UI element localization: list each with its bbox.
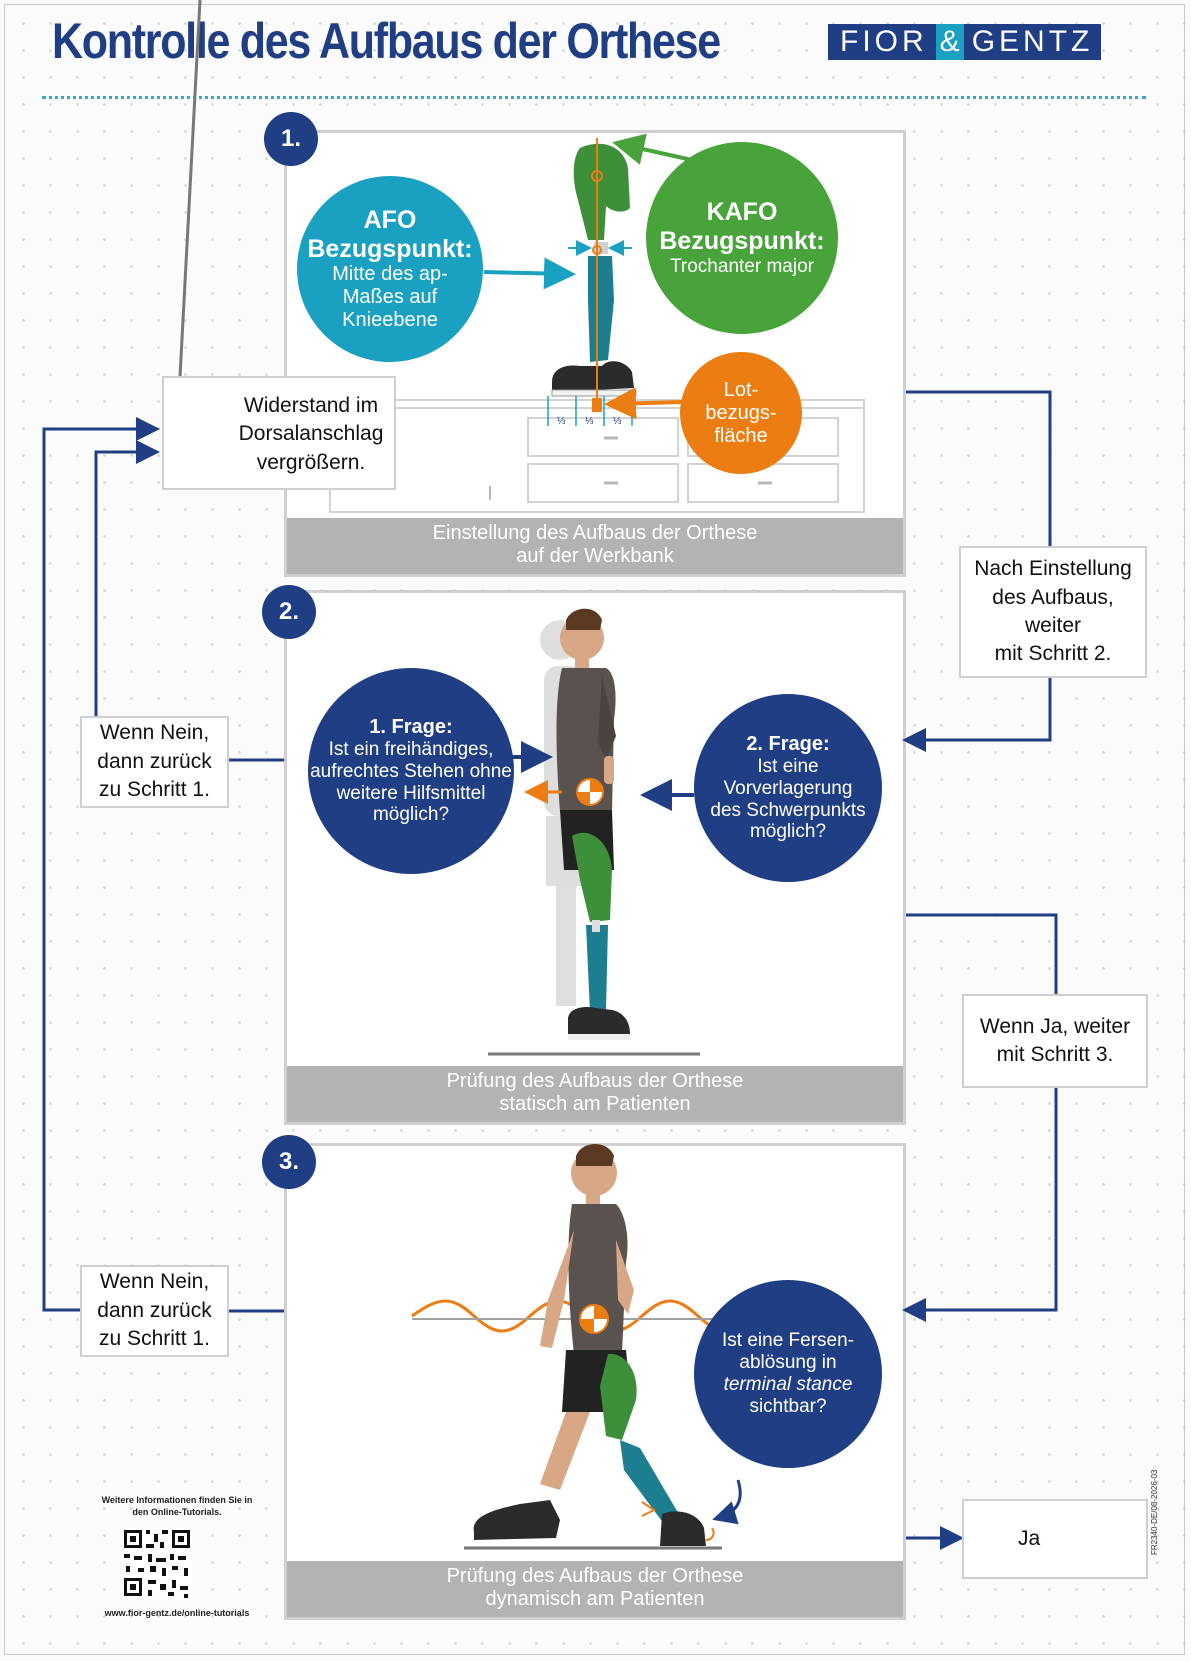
screwdriver-note-line3: vergrößern. [256, 450, 366, 474]
screwdriver-note: Widerstand im Dorsalanschlag vergrößern. [162, 376, 396, 490]
orthosis-drawing [551, 138, 637, 412]
after-step1-note: Nach Einstellung des Aufbaus, weiter mit… [959, 546, 1147, 678]
connector-step1-to-note [906, 390, 1052, 550]
logo-part-1: FIOR [828, 24, 936, 60]
step3-no-line2: dann zurück [97, 1298, 212, 1322]
step3-no-note: Wenn Nein, dann zurück zu Schritt 1. [80, 1265, 229, 1357]
step3-question-circle: Ist eine Fersen- ablösung in terminal st… [694, 1280, 882, 1468]
after-step1-note-line1: Nach Einstellung [974, 557, 1132, 581]
lot-line-2: bezugs- [705, 401, 777, 424]
qr-code-icon [122, 1528, 192, 1598]
q2-line1: Ist eine [757, 755, 819, 777]
step3-q-arrow [712, 1479, 742, 1525]
screwdriver-note-line1: Widerstand im [243, 394, 379, 417]
step3-caption-line1: Prüfung des Aufbaus der Orthese [446, 1565, 744, 1587]
q2-title: 2. Frage: [746, 732, 830, 755]
connector-no-to-step1-a [94, 440, 160, 716]
afo-arrow [483, 257, 576, 290]
tutorials-url[interactable]: www.fior-gentz.de/online-tutorials [104, 1608, 250, 1618]
kafo-title: KAFO [706, 198, 778, 227]
afo-title-2: Bezugspunkt: [307, 234, 473, 263]
third-label-1: ⅓ [557, 416, 566, 427]
afo-text-2: Maßes auf [342, 286, 438, 309]
afo-reference-circle: AFO Bezugspunkt: Mitte des ap- Maßes auf… [297, 176, 483, 362]
q1-line2: aufrechtes Stehen ohne [310, 760, 512, 782]
step3-no-line1: Wenn Nein, [99, 1270, 210, 1294]
question-2-circle: 2. Frage: Ist eine Vorverlagerung des Sc… [694, 694, 882, 882]
kafo-title-2: Bezugspunkt: [659, 227, 825, 256]
after-step1-note-line2: des Aufbaus, [992, 585, 1114, 609]
kafo-text: Trochanter major [670, 255, 814, 277]
yes-label: Ja [1018, 1526, 1041, 1550]
afo-text-3: Knieebene [342, 309, 438, 332]
step3-q-line3: terminal stance [723, 1374, 853, 1395]
step2-no-note: Wenn Nein, dann zurück zu Schritt 1. [80, 716, 229, 808]
lot-reference-circle: Lot- bezugs- fläche [680, 352, 802, 474]
step3-no-line3: zu Schritt 1. [99, 1327, 210, 1351]
logo-part-2: GENTZ [963, 24, 1102, 60]
kafo-reference-circle: KAFO Bezugspunkt: Trochanter major [646, 142, 838, 334]
header-divider [42, 96, 1146, 99]
afo-text-1: Mitte des ap- [332, 263, 448, 286]
connector-note-to-step2 [902, 678, 1052, 752]
q2-line2: Vorverlagerung [723, 777, 853, 799]
step3-caption-line2: dynamisch am Patienten [485, 1588, 705, 1610]
q1-line4: möglich? [372, 804, 450, 826]
step2-caption-line2: statisch am Patienten [499, 1093, 691, 1115]
q2-line4: möglich? [749, 821, 827, 843]
lot-line-3: fläche [714, 424, 768, 447]
third-label-2: ⅓ [585, 416, 594, 427]
after-step1-note-line4: mit Schritt 2. [994, 642, 1112, 666]
step3-number: 3. [262, 1135, 316, 1189]
qr-info-line2: den Online-Tutorials. [132, 1507, 222, 1517]
third-label-3: ⅓ [613, 416, 622, 427]
q2-line3: des Schwerpunkts [710, 799, 866, 821]
connector-yes-to-step3 [902, 1088, 1058, 1322]
question-1-circle: 1. Frage: Ist ein freihändiges, aufrecht… [308, 668, 514, 874]
step1-caption-line2: auf der Werkbank [516, 545, 674, 567]
step2-yes-line1: Wenn Ja, weiter [979, 1014, 1131, 1038]
qr-info-line1: Weitere Informationen finden Sie in [101, 1495, 253, 1505]
q1-line3: weitere Hilfsmittel [336, 782, 486, 804]
step3-caption: Prüfung des Aufbaus der Orthese dynamisc… [287, 1561, 903, 1617]
patient-walking-figure [411, 1144, 742, 1550]
step2-number: 2. [262, 585, 316, 639]
connector-no-to-step1-b [42, 417, 160, 1312]
step1-caption-line1: Einstellung des Aufbaus der Orthese [432, 522, 758, 544]
page-title: Kontrolle des Aufbaus der Orthese [52, 13, 721, 69]
screwdriver-note-line2: Dorsalanschlag [238, 422, 384, 446]
step2-no-line1: Wenn Nein, [99, 721, 210, 745]
step3-q-line2: ablösung in [739, 1352, 837, 1374]
step2-yes-note: Wenn Ja, weiter mit Schritt 3. [962, 994, 1148, 1088]
step2-yes-line2: mit Schritt 3. [996, 1043, 1114, 1066]
step2-no-line3: zu Schritt 1. [99, 778, 210, 802]
q1-line1: Ist ein freihändiges, [328, 738, 494, 760]
step2-no-line2: dann zurück [97, 749, 212, 773]
step3-q-line4: sichtbar? [749, 1395, 827, 1417]
lot-line-1: Lot- [723, 378, 759, 401]
patient-standing-figure [488, 608, 700, 1056]
document-id: FR2340-DE/08-2026-03 [1150, 1469, 1159, 1555]
step3-q-line1: Ist eine Fersen- [722, 1330, 854, 1352]
after-step1-note-line3: weiter [1024, 614, 1082, 637]
q1-title: 1. Frage: [369, 715, 453, 738]
afo-title: AFO [363, 205, 417, 234]
qr-info-text: Weitere Informationen finden Sie in den … [72, 1494, 282, 1518]
step1-caption: Einstellung des Aufbaus der Orthese auf … [287, 518, 903, 574]
step2-caption: Prüfung des Aufbaus der Orthese statisch… [287, 1066, 903, 1122]
step1-number: 1. [264, 112, 318, 166]
connector-step2-to-yes [906, 913, 1058, 994]
step2-caption-line1: Prüfung des Aufbaus der Orthese [446, 1070, 744, 1092]
step3-yes-result: Ja [962, 1499, 1148, 1579]
logo-ampersand: & [935, 24, 964, 60]
lot-arrow [604, 387, 683, 420]
fior-gentz-logo: FIOR & GENTZ [828, 24, 1102, 60]
kafo-arrow [612, 133, 693, 165]
